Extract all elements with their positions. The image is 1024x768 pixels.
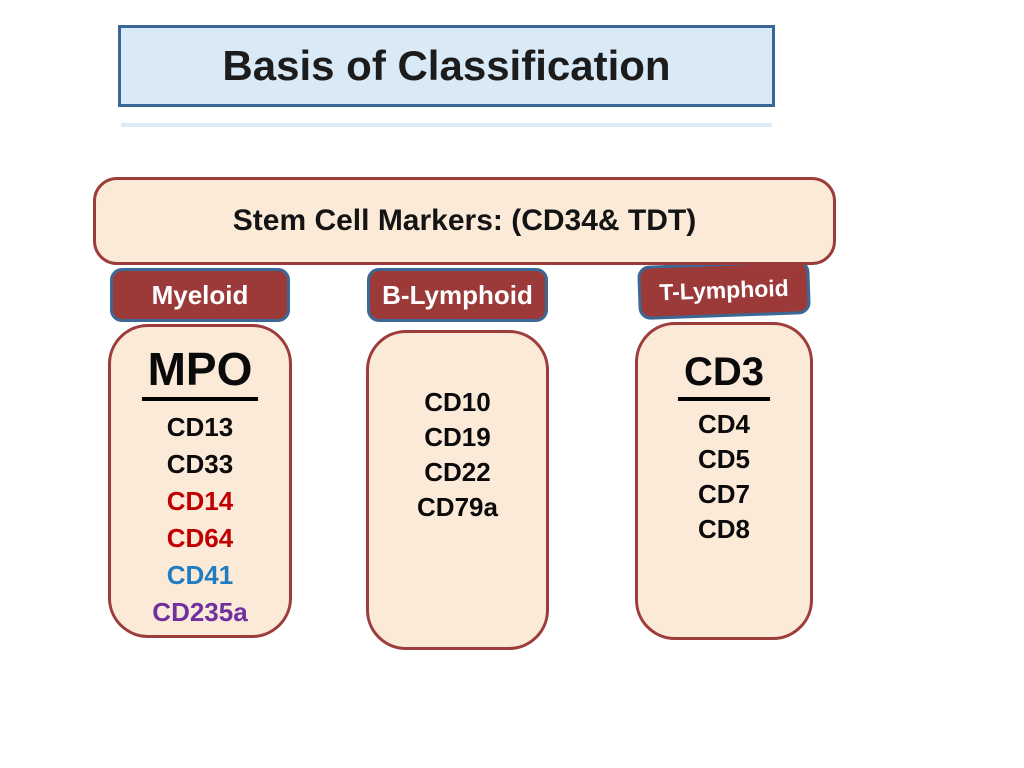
heading-mpo: MPO — [111, 345, 289, 402]
box-t-lymphoid: CD3 CD4 CD5 CD7 CD8 — [635, 322, 813, 640]
box-b-lymphoid: CD10 CD19 CD22 CD79a — [366, 330, 549, 650]
marker-cd64: CD64 — [166, 523, 234, 554]
marker-cd41: CD41 — [166, 560, 234, 591]
stem-cell-banner: Stem Cell Markers: (CD34& TDT) — [93, 177, 836, 265]
marker-cd8: CD8 — [697, 514, 750, 544]
badge-t-lymphoid: T-Lymphoid — [637, 260, 811, 320]
marker-cd79a: CD79a — [417, 492, 498, 522]
title-reflection-line — [121, 123, 772, 127]
marker-cd14: CD14 — [166, 486, 234, 517]
badge-b-lymphoid-label: B-Lymphoid — [382, 279, 533, 310]
box-myeloid: MPO CD13 CD33 CD14 CD64 CD41 CD235a — [108, 324, 292, 638]
myeloid-marker-list: CD13 CD33 CD14 CD64 CD41 CD235a — [111, 409, 289, 631]
marker-cd10: CD10 — [424, 387, 491, 417]
marker-cd22: CD22 — [424, 457, 491, 487]
badge-t-lymphoid-label: T-Lymphoid — [658, 274, 790, 305]
marker-cd235a: CD235a — [152, 597, 248, 628]
b-lymphoid-marker-list: CD10 CD19 CD22 CD79a — [369, 385, 546, 525]
badge-myeloid: Myeloid — [110, 268, 290, 322]
badge-b-lymphoid: B-Lymphoid — [367, 268, 548, 322]
marker-cd33: CD33 — [166, 449, 234, 480]
marker-cd7: CD7 — [697, 479, 750, 509]
marker-cd19: CD19 — [424, 422, 491, 452]
marker-cd4: CD4 — [697, 409, 750, 439]
title-box: Basis of Classification — [118, 25, 775, 107]
page-title: Basis of Classification — [222, 42, 671, 89]
badge-myeloid-label: Myeloid — [151, 279, 249, 310]
stem-cell-banner-label: Stem Cell Markers: (CD34& TDT) — [232, 204, 697, 237]
t-lymphoid-marker-list: CD4 CD5 CD7 CD8 — [638, 407, 810, 547]
heading-cd3: CD3 — [638, 351, 810, 401]
marker-cd13: CD13 — [166, 412, 234, 443]
marker-cd5: CD5 — [697, 444, 750, 474]
